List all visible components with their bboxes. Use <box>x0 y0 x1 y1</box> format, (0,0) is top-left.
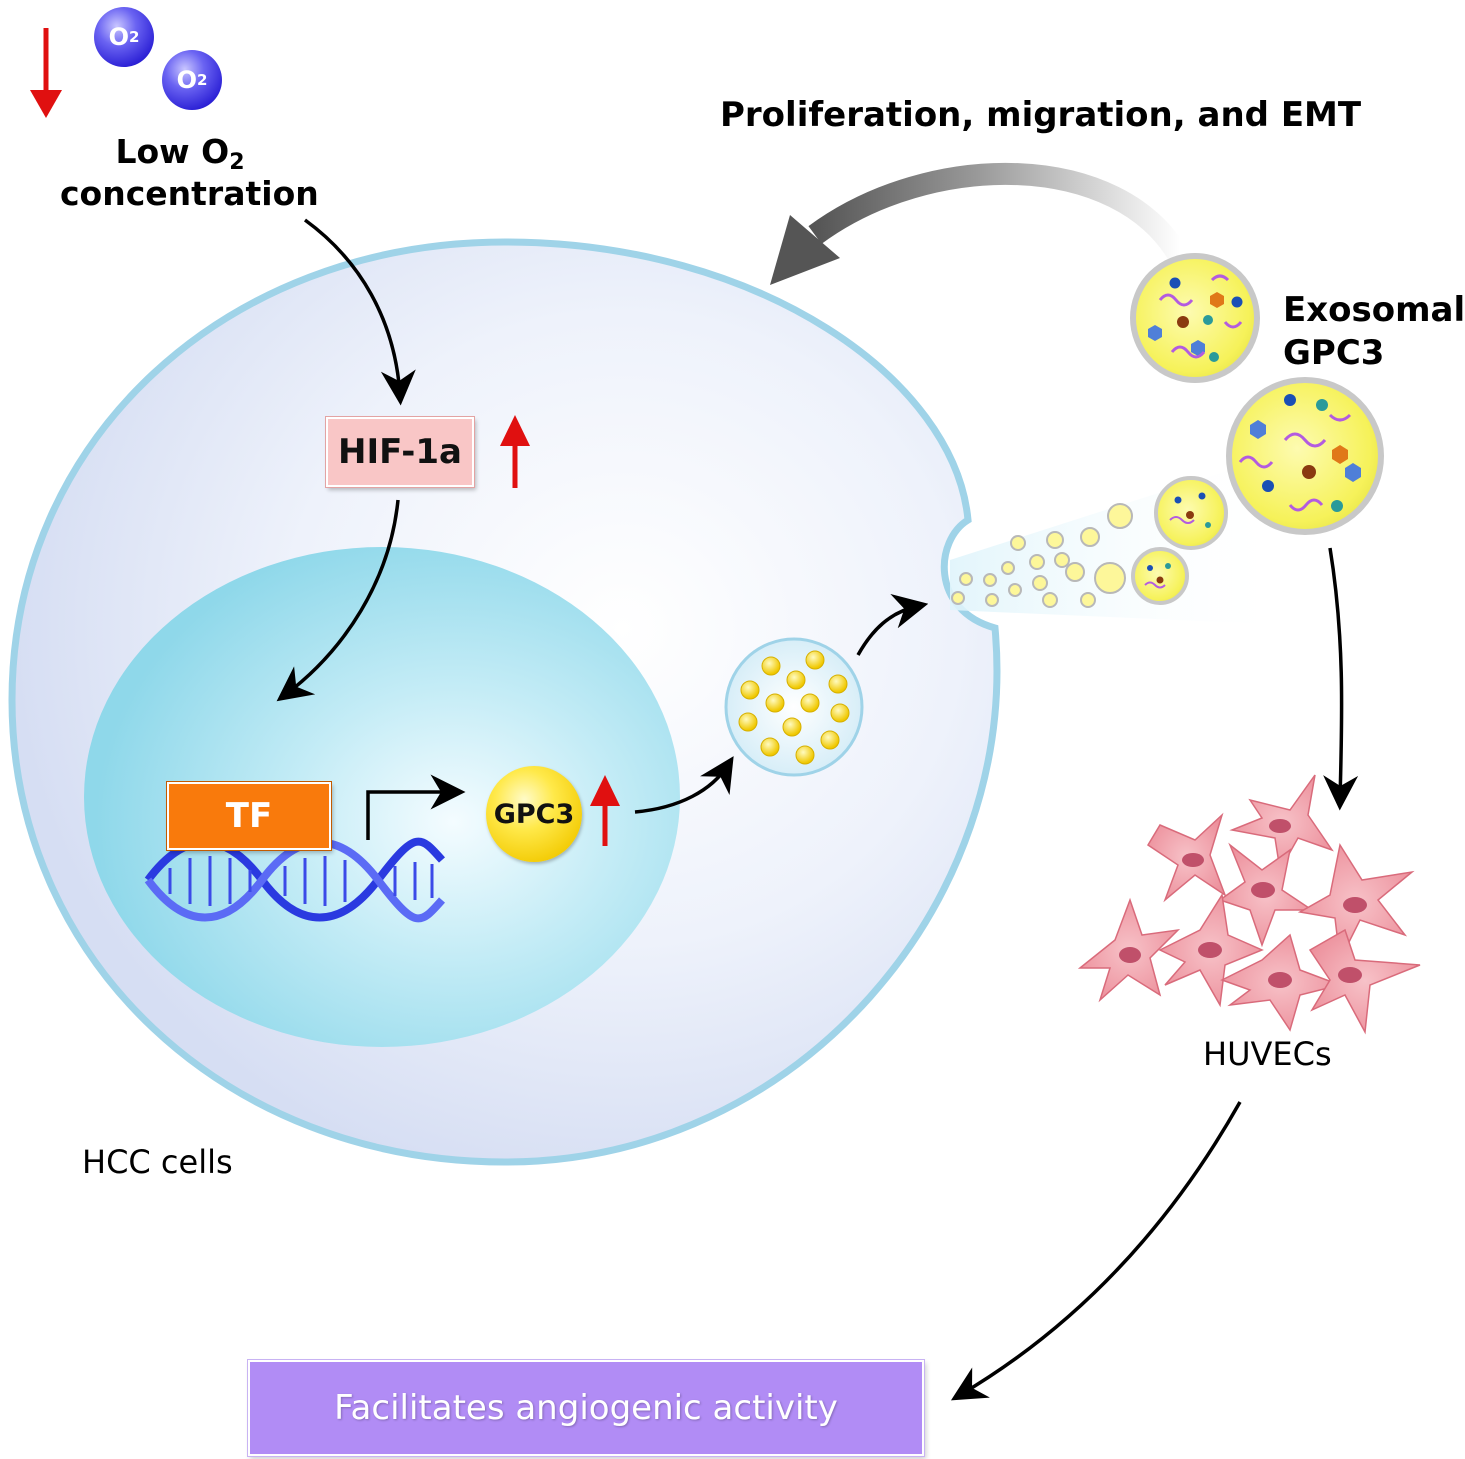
hif-1a-box: HIF-1a <box>326 417 474 487</box>
exosomal-gpc3-label: Exosomal GPC3 <box>1283 289 1465 374</box>
o2-symbol: O <box>108 23 129 51</box>
arrow-o2-to-hif <box>303 218 416 406</box>
low-o2-label: Low O2 concentration <box>60 132 319 213</box>
concentration-text: concentration <box>60 174 319 214</box>
medium-exosome-1 <box>1154 476 1228 550</box>
hcc-cells-label: HCC cells <box>82 1143 233 1181</box>
medium-exosome-2 <box>1131 547 1189 605</box>
arrow-vesicle-to-membrane <box>856 594 929 656</box>
exosomal-text: Exosomal <box>1283 290 1465 330</box>
arrow-transcription <box>366 774 466 840</box>
feedback-arrow <box>770 162 1190 285</box>
hif-up-arrow-icon <box>500 415 530 488</box>
feedback-label: Proliferation, migration, and EMT <box>720 95 1362 135</box>
gpc3-up-arrow-icon <box>590 775 620 846</box>
tf-box: TF <box>167 782 331 850</box>
o2-subscript: 2 <box>196 71 208 89</box>
gpc3-protein: GPC3 <box>486 766 582 862</box>
huvecs-label: HUVECs <box>1203 1035 1332 1073</box>
large-exosome-1 <box>1130 253 1260 383</box>
o2-symbol: O <box>176 66 197 94</box>
angiogenic-activity-box: Facilitates angiogenic activity <box>248 1360 924 1456</box>
exosome-stream <box>951 503 1133 608</box>
low-o2-subscript: 2 <box>229 150 245 175</box>
low-o2-text: Low O <box>115 132 230 171</box>
o2-subscript: 2 <box>128 28 140 46</box>
arrow-hif-to-nucleus <box>276 499 400 702</box>
large-exosome-2 <box>1226 377 1384 535</box>
arrow-gpc3-to-vesicle <box>634 756 734 814</box>
nucleus <box>84 547 680 1047</box>
down-arrow-icon <box>30 28 62 118</box>
exosomal-gpc3-text: GPC3 <box>1283 332 1385 373</box>
arrow-exosome-to-huvecs <box>1323 547 1359 811</box>
intracellular-vesicle <box>724 637 864 777</box>
arrow-huvecs-to-result <box>950 1101 1242 1401</box>
huvecs-cluster <box>1077 774 1421 1035</box>
